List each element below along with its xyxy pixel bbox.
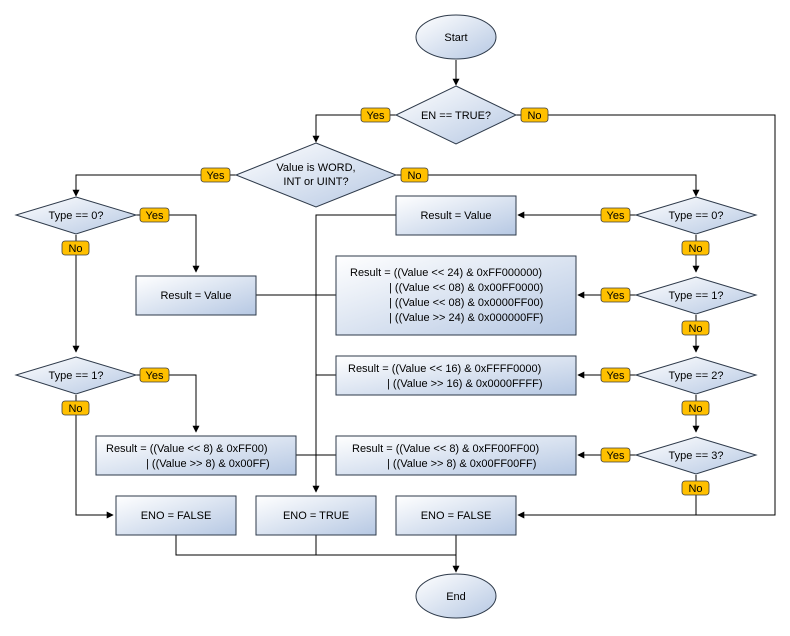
- process-right-result-swap16: Result = ((Value << 16) & 0xFFFF0000) | …: [335, 355, 577, 396]
- process-left-result-value: Result = Value: [135, 275, 257, 316]
- right-swap16-line-1: Result = ((Value << 16) & 0xFFFF0000): [348, 363, 541, 375]
- badge-en-yes: Yes: [360, 107, 391, 123]
- decision-right-type0-label: Type == 0?: [668, 210, 723, 222]
- left-swap8-line-2: | ((Value >> 8) & 0x00FF): [146, 458, 270, 470]
- decision-right-type0: Type == 0?: [634, 196, 758, 235]
- end-terminal: End: [415, 573, 497, 619]
- svg-text:No: No: [527, 110, 541, 122]
- decision-value-label-1: Value is WORD,: [276, 162, 355, 174]
- svg-text:No: No: [407, 170, 421, 182]
- process-eno-true: ENO = TRUE: [255, 495, 377, 536]
- badge-value-no: No: [400, 167, 429, 183]
- badge-r-type3-no: No: [681, 480, 710, 496]
- badge-r-type0-no: No: [681, 240, 710, 256]
- svg-text:No: No: [68, 403, 82, 415]
- badge-r-type3-yes: Yes: [600, 447, 631, 463]
- start-label: Start: [444, 32, 467, 44]
- process-right-result-value: Result = Value: [395, 195, 517, 236]
- eno-false-right-label: ENO = FALSE: [421, 510, 492, 522]
- decision-right-type1: Type == 1?: [634, 276, 758, 315]
- decision-left-type1: Type == 1?: [14, 356, 138, 395]
- svg-text:Yes: Yes: [367, 110, 385, 122]
- svg-text:Yes: Yes: [607, 450, 625, 462]
- edge-value-no: [396, 174, 700, 197]
- yes-no-badges: Yes No Yes No Yes No Yes No Yes No Yes N…: [61, 107, 710, 496]
- right-swap32-line-2: | ((Value << 08) & 0x00FF0000): [389, 282, 543, 294]
- badge-l-type1-yes: Yes: [139, 367, 170, 383]
- process-right-result-swap32: Result = ((Value << 24) & 0xFF000000) | …: [335, 255, 577, 336]
- badge-r-type1-no: No: [681, 320, 710, 336]
- svg-text:No: No: [688, 243, 702, 255]
- decision-en-true: EN == TRUE?: [394, 85, 518, 145]
- svg-text:Yes: Yes: [146, 370, 164, 382]
- edge-results-to-eno-true: [312, 214, 396, 493]
- decision-right-type3: Type == 3?: [634, 436, 758, 475]
- process-eno-false-left: ENO = FALSE: [115, 495, 237, 536]
- left-swap8-line-1: Result = ((Value << 8) & 0xFF00): [106, 443, 268, 455]
- badge-l-type1-no: No: [61, 400, 90, 416]
- left-result-value-label: Result = Value: [160, 290, 231, 302]
- process-left-result-swap8: Result = ((Value << 8) & 0xFF00) | ((Val…: [95, 435, 297, 476]
- svg-text:No: No: [688, 323, 702, 335]
- right-swap32-line-1: Result = ((Value << 24) & 0xFF000000): [350, 267, 542, 279]
- decision-right-type1-label: Type == 1?: [668, 290, 723, 302]
- badge-r-type2-yes: Yes: [600, 367, 631, 383]
- decision-left-type0-label: Type == 0?: [48, 210, 103, 222]
- decision-right-type3-label: Type == 3?: [668, 450, 723, 462]
- badge-r-type1-yes: Yes: [600, 287, 631, 303]
- badge-r-type2-no: No: [681, 400, 710, 416]
- svg-text:Yes: Yes: [607, 210, 625, 222]
- right-swap32-line-3: | ((Value << 08) & 0x0000FF00): [389, 297, 543, 309]
- decision-left-type1-label: Type == 1?: [48, 370, 103, 382]
- end-label: End: [446, 591, 466, 603]
- svg-text:No: No: [688, 403, 702, 415]
- decision-en-label: EN == TRUE?: [421, 110, 491, 122]
- svg-text:No: No: [68, 243, 82, 255]
- badge-l-type0-no: No: [61, 240, 90, 256]
- svg-text:Yes: Yes: [607, 290, 625, 302]
- decision-right-type2: Type == 2?: [634, 356, 758, 395]
- right-swap16-line-2: | ((Value >> 16) & 0x0000FFFF): [387, 378, 543, 390]
- edge-l-type1-yes: [136, 374, 200, 433]
- svg-text:Yes: Yes: [146, 210, 164, 222]
- eno-false-left-label: ENO = FALSE: [141, 510, 212, 522]
- decision-left-type0: Type == 0?: [14, 196, 138, 235]
- svg-text:Yes: Yes: [607, 370, 625, 382]
- badge-en-no: No: [520, 107, 549, 123]
- right-swap8-line-2: | ((Value >> 8) & 0x00FF00FF): [387, 458, 536, 470]
- eno-true-label: ENO = TRUE: [283, 510, 349, 522]
- process-eno-false-right: ENO = FALSE: [395, 495, 517, 536]
- decision-value-label-2: INT or UINT?: [283, 176, 348, 188]
- badge-r-type0-yes: Yes: [600, 207, 631, 223]
- badge-value-yes: Yes: [200, 167, 231, 183]
- edge-l-type0-yes: [136, 214, 200, 273]
- decision-value-type: Value is WORD, INT or UINT?: [234, 142, 398, 208]
- decision-right-type2-label: Type == 2?: [668, 370, 723, 382]
- svg-text:No: No: [688, 483, 702, 495]
- edge-en-no: [516, 114, 776, 519]
- right-swap8-line-1: Result = ((Value << 8) & 0xFF00FF00): [352, 443, 539, 455]
- svg-text:Yes: Yes: [207, 170, 225, 182]
- badge-l-type0-yes: Yes: [139, 207, 170, 223]
- right-result-value-label: Result = Value: [420, 210, 491, 222]
- edge-value-yes: [72, 174, 236, 197]
- right-swap32-line-4: | ((Value >> 24) & 0x000000FF): [389, 312, 543, 324]
- process-right-result-swap8: Result = ((Value << 8) & 0xFF00FF00) | (…: [335, 435, 577, 476]
- edge-l-type1-no: [75, 395, 114, 519]
- edge-eno-left-to-end: [175, 535, 456, 556]
- start-terminal: Start: [415, 14, 497, 60]
